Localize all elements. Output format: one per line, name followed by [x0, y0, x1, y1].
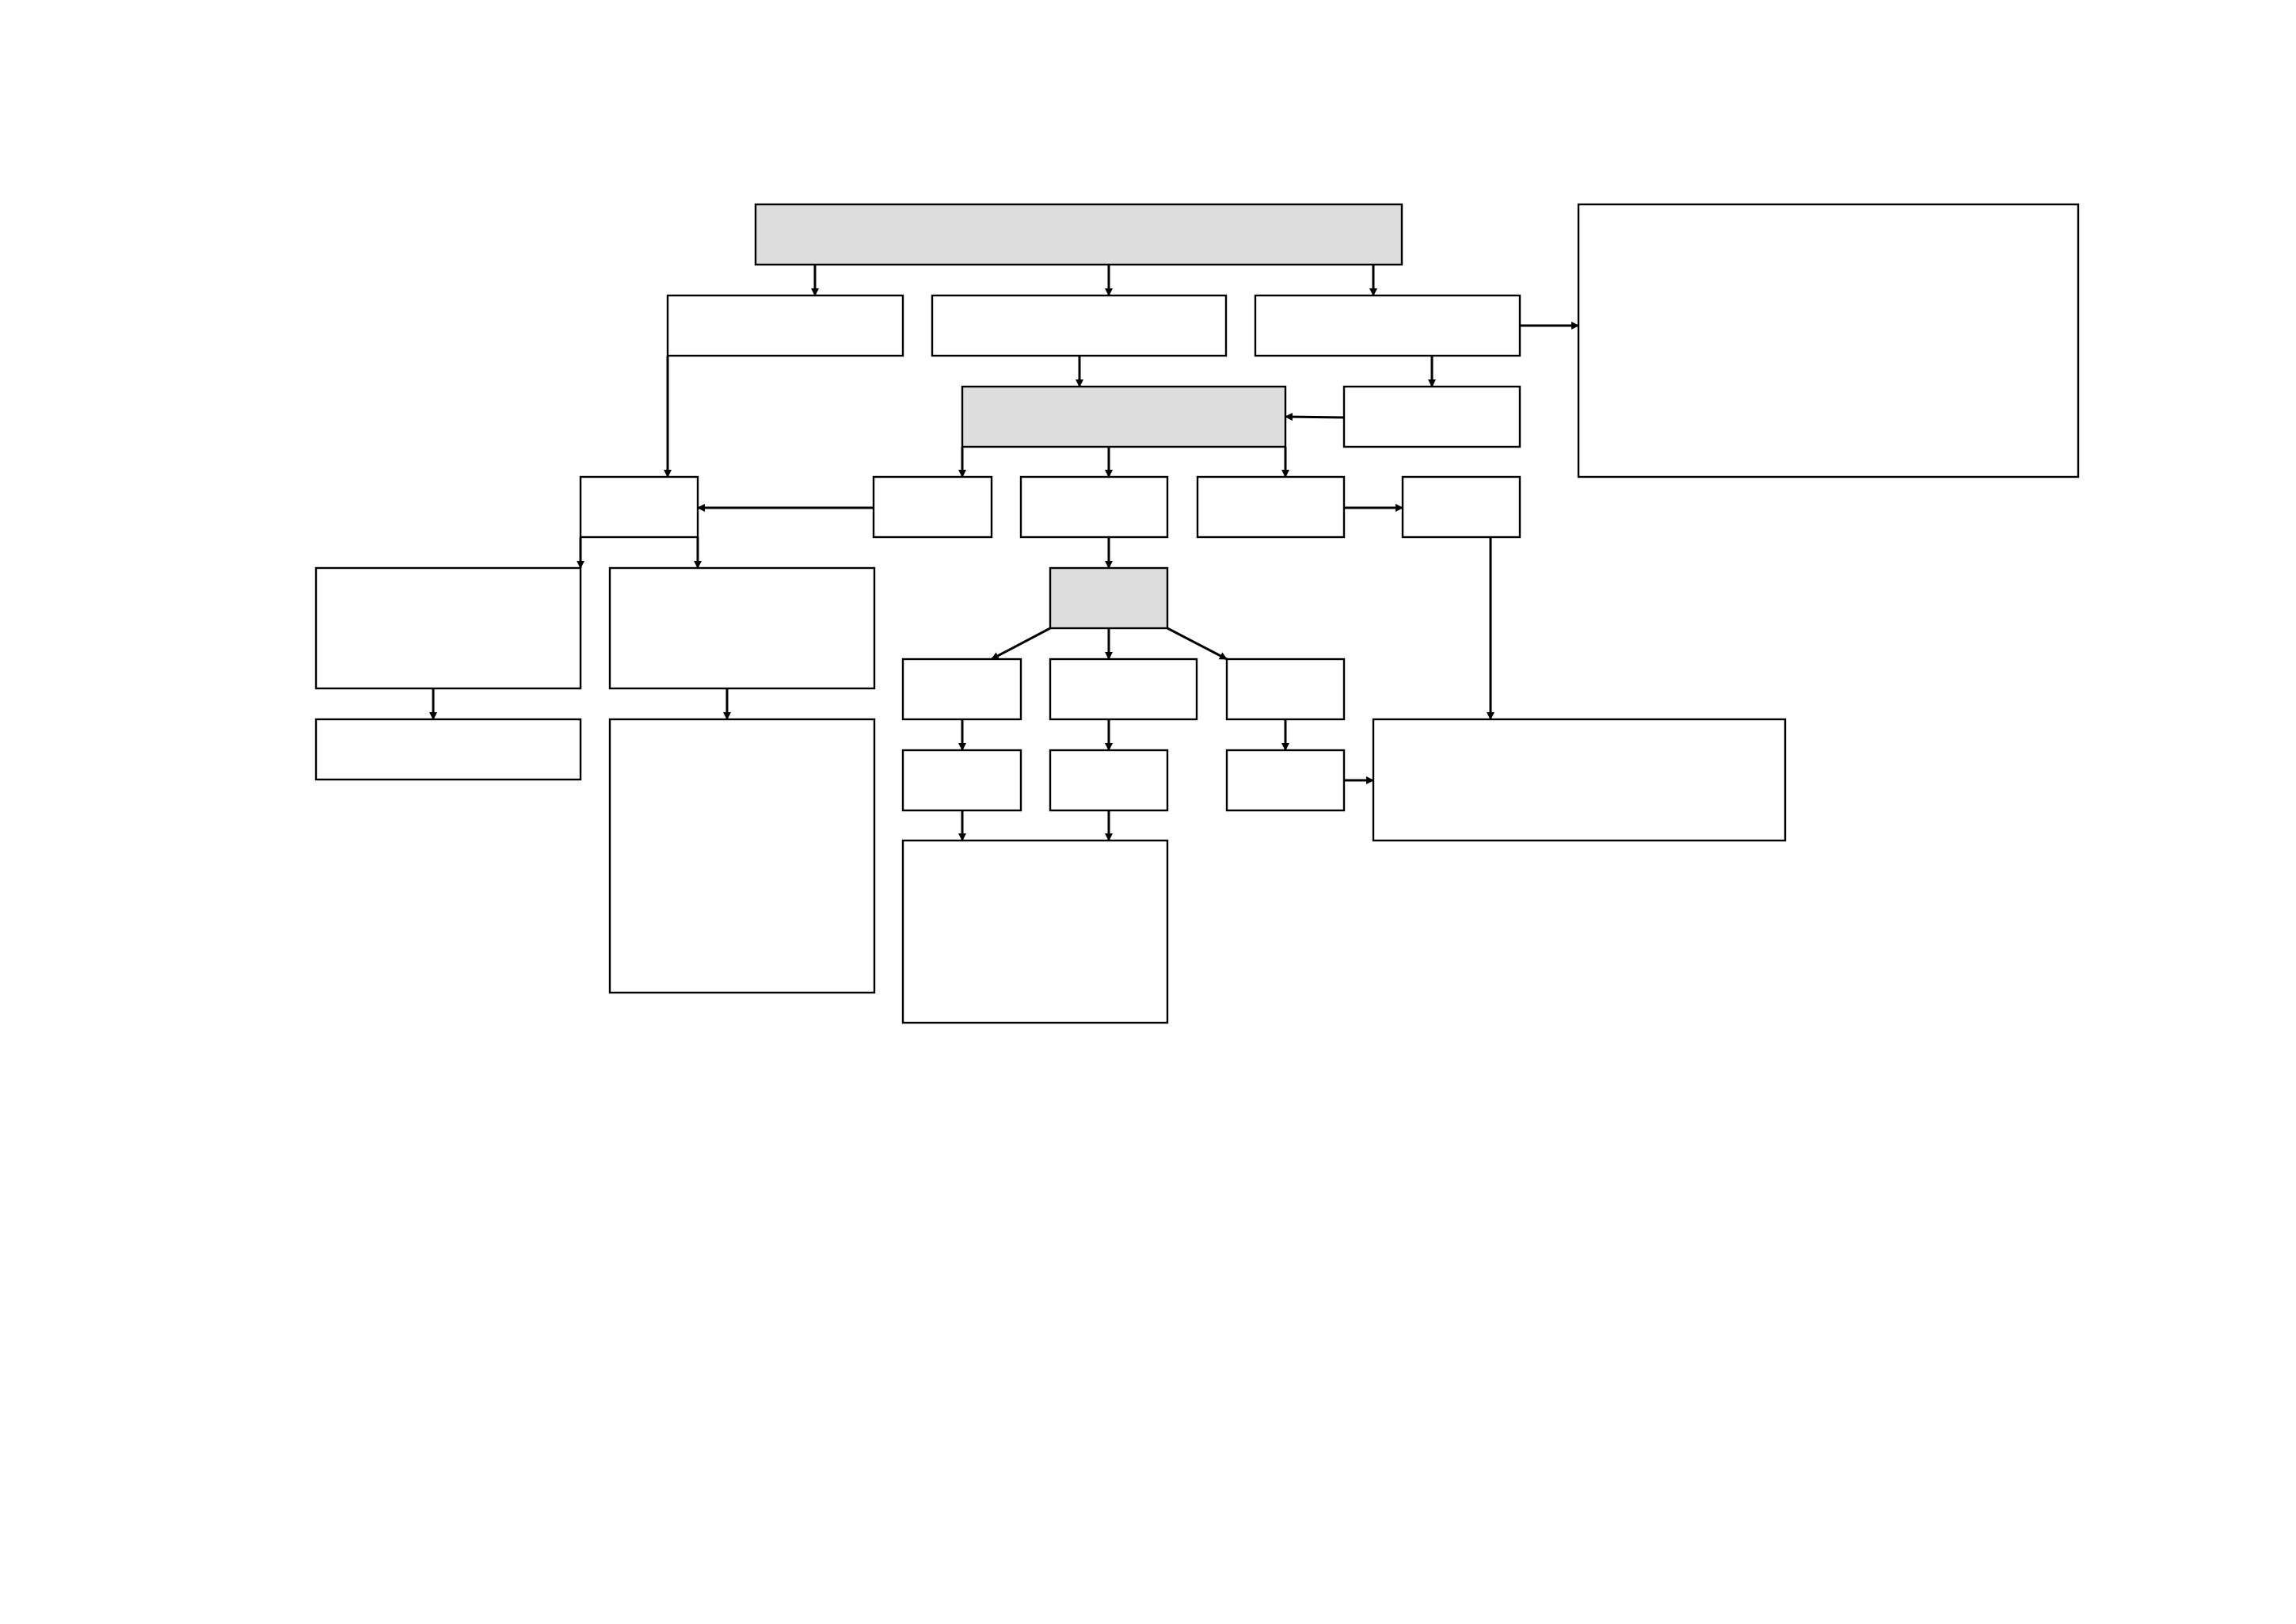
node-branch-left-a [314, 566, 582, 690]
node-box-small-hub [1049, 566, 1169, 630]
node-box-outcome-right [1372, 718, 1787, 842]
node-outcome-bottom [901, 839, 1169, 1024]
node-box-split-2-next [1049, 749, 1169, 812]
node-box-level3-a [872, 475, 993, 539]
node-top-root [754, 203, 1403, 266]
connectors-layer [429, 265, 1579, 841]
node-box-branch-left-a [314, 566, 582, 690]
node-level1-right [1254, 294, 1521, 357]
node-box-outcome-bottom [901, 839, 1169, 1024]
node-box-split-1-next [901, 749, 1022, 812]
node-level3-c [1196, 475, 1346, 539]
node-box-top-root [754, 203, 1403, 266]
node-box-level3-d [1401, 475, 1521, 539]
node-box-branch-left-b-result [608, 718, 876, 994]
boxes-layer [314, 203, 2080, 1024]
node-level3-b [1019, 475, 1169, 539]
node-hub-input-right [1342, 385, 1521, 448]
node-box-level3-c [1196, 475, 1346, 539]
node-box-level3-b [1019, 475, 1169, 539]
node-small-hub [1049, 566, 1169, 630]
node-box-hub-center [961, 385, 1287, 448]
node-split-2 [1049, 658, 1198, 721]
node-box-hub-input-right [1342, 385, 1521, 448]
node-level1-middle [931, 294, 1228, 357]
node-box-branch-left-a-result [314, 718, 582, 781]
node-box-side-note-top-right [1577, 203, 2080, 478]
node-box-split-2 [1049, 658, 1198, 721]
node-split-2-next [1049, 749, 1169, 812]
node-box-branch-left-b [608, 566, 876, 690]
node-level3-d [1401, 475, 1521, 539]
node-branch-left-a-result [314, 718, 582, 781]
connector-small-hub-to-split-3 [1167, 627, 1228, 661]
node-hub-center [961, 385, 1287, 448]
node-box-level1-middle [931, 294, 1228, 357]
node-split-3-next [1225, 749, 1346, 812]
node-level3-a [872, 475, 993, 539]
node-box-split-1 [901, 658, 1022, 721]
node-box-level1-right [1254, 294, 1521, 357]
node-split-1-next [901, 749, 1022, 812]
node-box-split-3 [1225, 658, 1346, 721]
node-level3-far-left [579, 475, 699, 539]
node-box-level1-left [666, 294, 904, 357]
node-level1-left [666, 294, 904, 357]
node-split-3 [1225, 658, 1346, 721]
connector-small-hub-to-split-1 [991, 627, 1051, 661]
node-box-split-3-next [1225, 749, 1346, 812]
node-branch-left-b-result [608, 718, 876, 994]
node-branch-left-b [608, 566, 876, 690]
node-side-note-top-right [1577, 203, 2080, 478]
node-outcome-right [1372, 718, 1787, 842]
node-box-level3-far-left [579, 475, 699, 539]
node-split-1 [901, 658, 1022, 721]
